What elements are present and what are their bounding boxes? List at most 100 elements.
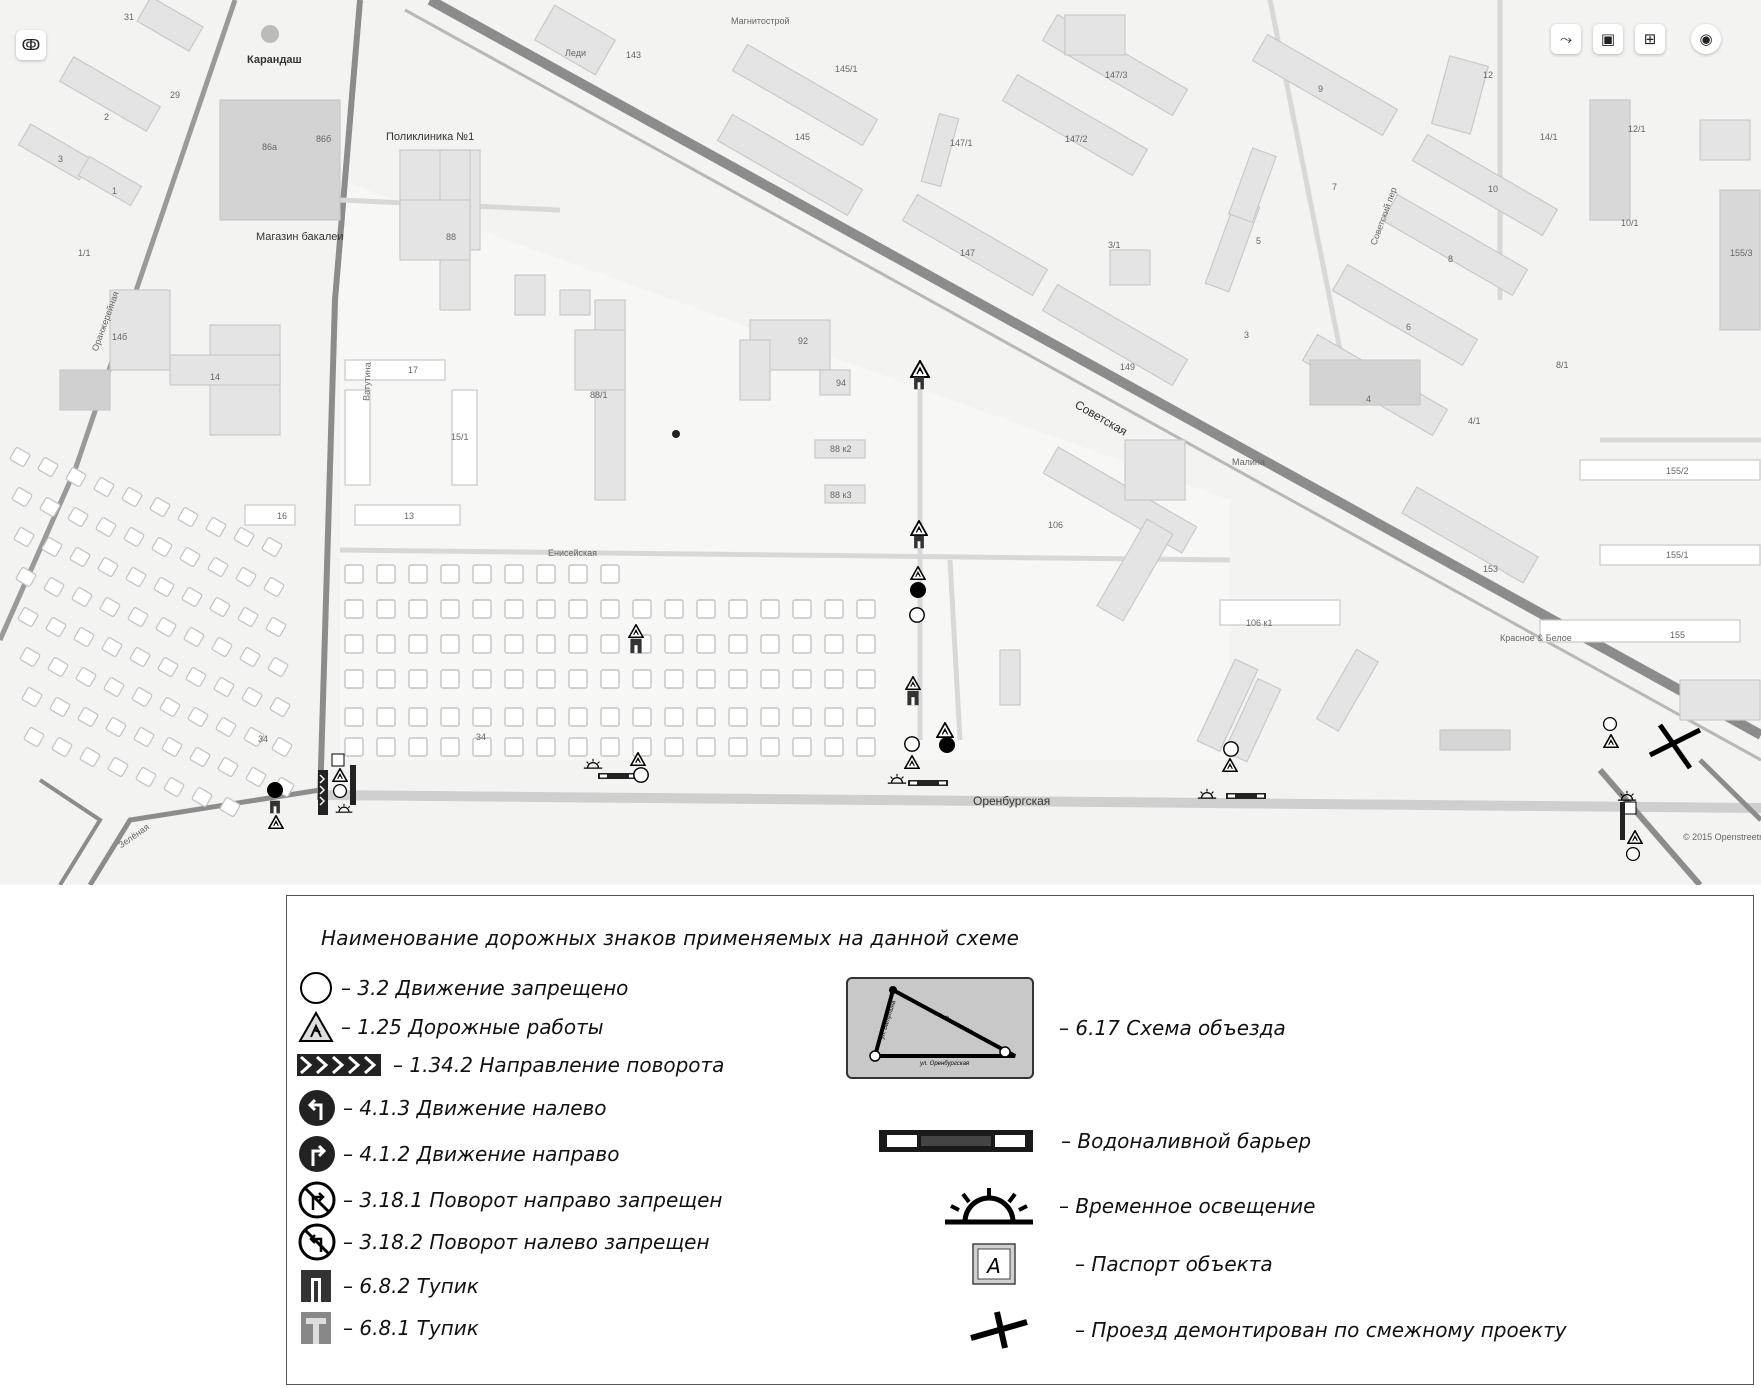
garage-block: [241, 687, 263, 707]
garage-block: [159, 697, 181, 717]
svg-text:16: 16: [277, 511, 287, 521]
garage-block: [696, 737, 716, 757]
map-view[interactable]: /* drawn by page script below */ 31 29 2…: [0, 0, 1761, 887]
garage-block: [215, 717, 237, 737]
garage-block: [664, 669, 684, 689]
garage-block: [792, 707, 812, 727]
garage-block: [219, 797, 241, 817]
garage-block: [97, 557, 119, 577]
building-labels: 31 29 2 3 1 86а 86б 143 145/1 145 147/3 …: [58, 12, 1753, 744]
svg-text:88/1: 88/1: [590, 390, 608, 400]
svg-text:10: 10: [1488, 184, 1498, 194]
garage-block: [161, 737, 183, 757]
svg-text:1/1: 1/1: [78, 248, 91, 258]
garage-block: [472, 599, 492, 619]
garage-block: [792, 669, 812, 689]
garage-block: [261, 537, 283, 557]
svg-text:155/3: 155/3: [1730, 248, 1753, 258]
garage-block: [536, 599, 556, 619]
garage-block: [824, 599, 844, 619]
svg-text:88: 88: [446, 232, 456, 242]
garage-block: [269, 697, 291, 717]
garage-block: [237, 607, 259, 627]
dead-end-alt-sign-icon: [301, 1312, 331, 1344]
garage-block: [600, 669, 620, 689]
svg-text:6: 6: [1406, 322, 1411, 332]
garage-block: [213, 677, 235, 697]
garage-block: [344, 669, 364, 689]
garage-block: [129, 647, 151, 667]
garage-block: [95, 517, 117, 537]
svg-text:86а: 86а: [262, 142, 277, 152]
route-planner-button[interactable]: ⤳: [1551, 24, 1581, 54]
garage-block: [856, 669, 876, 689]
garage-block: [568, 564, 588, 584]
garage-block: [135, 767, 157, 787]
garage-block: [632, 737, 652, 757]
garage-block: [824, 707, 844, 727]
garage-block: [856, 599, 876, 619]
garage-block: [664, 634, 684, 654]
garage-block: [153, 577, 175, 597]
svg-text:8: 8: [1448, 254, 1453, 264]
garage-block: [344, 599, 364, 619]
map-canvas: /* drawn by page script below */ 31 29 2…: [0, 0, 1761, 887]
garage-block: [696, 707, 716, 727]
poi-malina: Малина: [1232, 457, 1265, 467]
svg-text:153: 153: [1483, 564, 1498, 574]
svg-text:86б: 86б: [316, 134, 331, 144]
garage-block: [440, 707, 460, 727]
garage-block: [408, 737, 428, 757]
garage-block: [568, 669, 588, 689]
garage-block: [376, 669, 396, 689]
garage-block: [632, 707, 652, 727]
locate-button[interactable]: ◉: [1691, 24, 1721, 54]
garage-block: [472, 737, 492, 757]
svg-text:3/1: 3/1: [1108, 240, 1121, 250]
svg-text:14: 14: [210, 372, 220, 382]
garage-block: [440, 564, 460, 584]
panorama-layer-button[interactable]: ⊞: [1635, 24, 1665, 54]
routes-icon: ↂ: [21, 36, 41, 54]
garage-block: [504, 737, 524, 757]
garage-block: [235, 567, 257, 587]
garage-block: [245, 767, 267, 787]
routes-button[interactable]: ↂ: [16, 30, 46, 60]
svg-text:31: 31: [124, 12, 134, 22]
svg-text:145: 145: [795, 132, 810, 142]
buildings: [17, 0, 1761, 763]
svg-text:13: 13: [404, 511, 414, 521]
garage-block: [23, 727, 45, 747]
garage-block: [696, 669, 716, 689]
garage-block: [9, 447, 31, 467]
svg-text:3: 3: [1244, 330, 1249, 340]
garage-block: [49, 697, 71, 717]
svg-text:15/1: 15/1: [451, 432, 469, 442]
garage-block: [13, 527, 35, 547]
svg-text:10/1: 10/1: [1621, 218, 1639, 228]
legend-item-detour-scheme: ул. Советская ул. Ватутина ул. Оренбургс…: [845, 976, 1292, 1080]
garage-block: [73, 627, 95, 647]
garage-block: [696, 599, 716, 619]
transit-layer-button[interactable]: ▣: [1593, 24, 1623, 54]
object-passport-icon: А: [972, 1243, 1016, 1285]
svg-text:12: 12: [1483, 70, 1493, 80]
svg-text:14/1: 14/1: [1540, 132, 1558, 142]
garage-block: [105, 717, 127, 737]
garage-block: [760, 634, 780, 654]
garage-block: [504, 634, 524, 654]
garage-block: [504, 707, 524, 727]
legend-item-turn-right: – 4.1.2 Движение направо: [297, 1134, 625, 1174]
garage-block: [728, 634, 748, 654]
svg-text:7: 7: [1332, 182, 1337, 192]
turn-left-sign-icon: [299, 1090, 335, 1126]
legend-item-turn-direction: – 1.34.2 Направление поворота: [297, 1052, 730, 1078]
svg-text:88 к2: 88 к2: [830, 444, 851, 454]
garage-block: [600, 737, 620, 757]
garage-block: [440, 634, 460, 654]
garage-block: [536, 707, 556, 727]
legend-item-turn-left: – 4.1.3 Движение налево: [297, 1088, 613, 1128]
garage-block: [728, 737, 748, 757]
garage-block: [75, 667, 97, 687]
garage-block: [440, 669, 460, 689]
